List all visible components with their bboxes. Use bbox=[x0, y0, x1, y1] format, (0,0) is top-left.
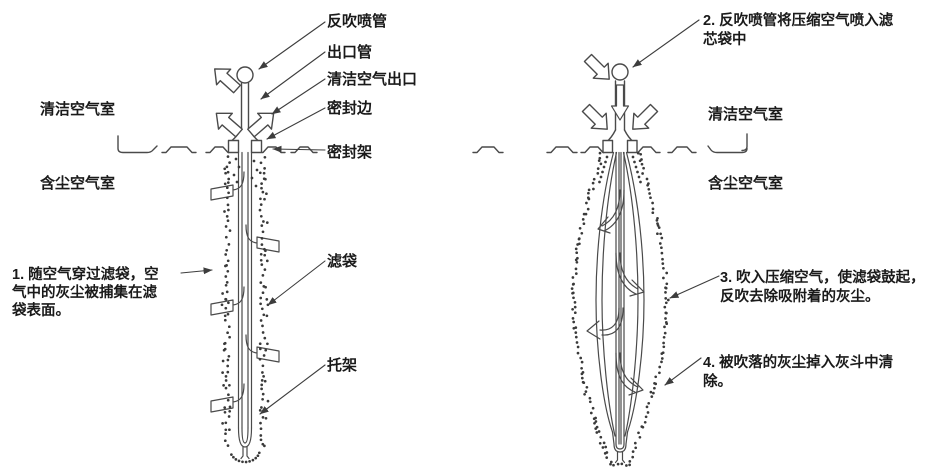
label-dust-air-chamber-left: 含尘空气室 bbox=[40, 174, 115, 192]
air-in-arrow-icon bbox=[581, 53, 659, 130]
note1-line3: 袋表面。 bbox=[11, 301, 70, 319]
seal-frame-left-shape bbox=[602, 139, 614, 154]
support-cage-shape bbox=[611, 151, 629, 464]
note1-line1: 1. 随空气穿过滤袋，空 bbox=[12, 265, 159, 283]
label-filter-bag: 滤袋 bbox=[327, 252, 358, 270]
tube-sheet-left bbox=[117, 135, 318, 154]
dust-dots bbox=[220, 151, 670, 467]
outlet-pipe-shape bbox=[240, 82, 250, 129]
label-seal-frame: 密封架 bbox=[327, 143, 372, 161]
support-cage-stub bbox=[240, 446, 250, 460]
filter-bag-shape bbox=[237, 151, 253, 460]
note4-line2: 除。 bbox=[703, 372, 732, 390]
compressed-air-down-arrow-icon bbox=[610, 84, 630, 121]
right-diagram bbox=[472, 19, 748, 464]
seal-frame-right-shape bbox=[250, 139, 263, 154]
label-clean-air-chamber-left: 清洁空气室 bbox=[40, 100, 115, 118]
note3-line1: 3. 吹入压缩空气，使滤袋鼓起， bbox=[720, 268, 925, 286]
note1-line2: 气中的灰尘被捕集在滤 bbox=[11, 283, 157, 301]
label-dust-air-chamber-right: 含尘空气室 bbox=[708, 174, 783, 192]
clean-air-out-arrow-icon bbox=[214, 68, 275, 138]
label-outlet-pipe: 出口管 bbox=[327, 43, 372, 61]
outward-flow-hooks bbox=[586, 189, 645, 396]
left-diagram bbox=[117, 21, 326, 460]
label-blowback-pipe: 反吹喷管 bbox=[327, 12, 387, 30]
blowback-nozzle-shape bbox=[611, 63, 629, 81]
note4-line1: 4. 被吹落的灰尘掉入灰斗中清 bbox=[703, 353, 894, 371]
labels-layer: 反吹喷管 出口管 清洁空气出口 密封边 密封架 清洁空气室 含尘空气室 滤袋 托… bbox=[11, 11, 925, 390]
note3-line2: 反吹去除吸附着的灰尘。 bbox=[720, 287, 880, 305]
label-clean-air-outlet: 清洁空气出口 bbox=[327, 70, 417, 88]
right-leader-lines bbox=[632, 19, 720, 386]
seal-frame-right-shape bbox=[626, 139, 638, 154]
note2-line2: 芯袋中 bbox=[703, 30, 747, 48]
through-flow-flags bbox=[210, 171, 280, 413]
note2-line1: 2. 反吹喷管将压缩空气喷入滤 bbox=[703, 11, 894, 29]
label-clean-air-chamber-right: 清洁空气室 bbox=[708, 105, 783, 123]
inflated-bag-shape bbox=[595, 151, 645, 437]
blowback-nozzle-shape bbox=[236, 66, 254, 84]
seal-frame-left-shape bbox=[227, 139, 240, 154]
left-leader-lines bbox=[180, 21, 326, 415]
label-seal-edge: 密封边 bbox=[327, 99, 373, 117]
label-support-cage: 托架 bbox=[327, 356, 357, 374]
